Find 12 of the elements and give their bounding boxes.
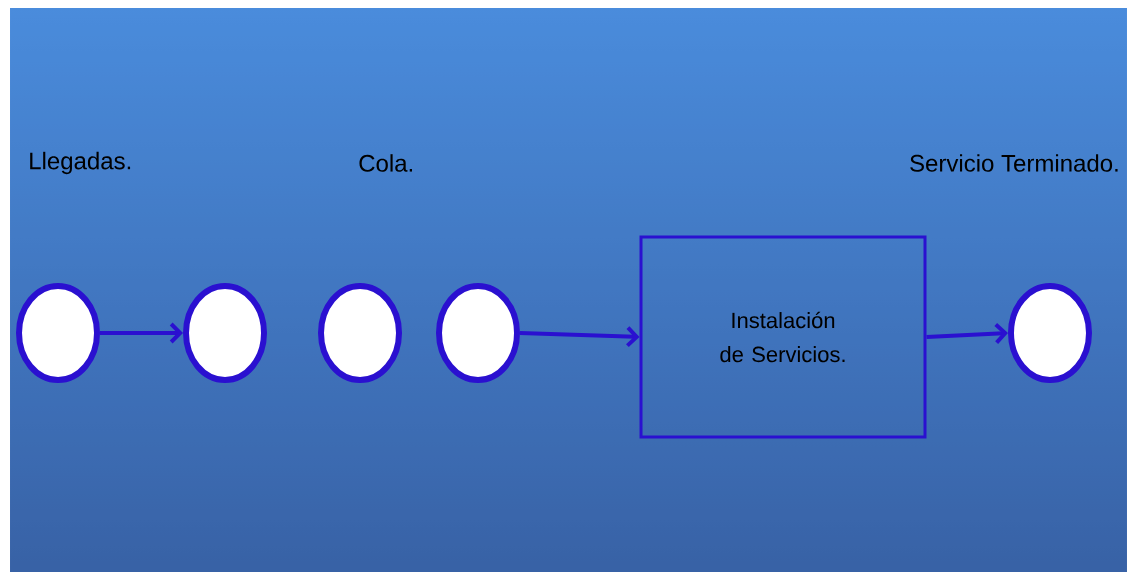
- arrow: [519, 326, 640, 348]
- arrow: [926, 323, 1008, 344]
- arrow: [100, 322, 183, 344]
- label: Llegadas.: [30, 151, 131, 175]
- label: Servicio Terminado.: [910, 154, 1118, 172]
- circle: [16, 283, 100, 383]
- circle: [183, 283, 267, 383]
- circle: [436, 283, 520, 383]
- process-box: Instalación de Servicios.: [639, 235, 927, 439]
- label: Cola.: [359, 154, 412, 172]
- circle: [318, 283, 402, 383]
- circle: [1008, 283, 1092, 383]
